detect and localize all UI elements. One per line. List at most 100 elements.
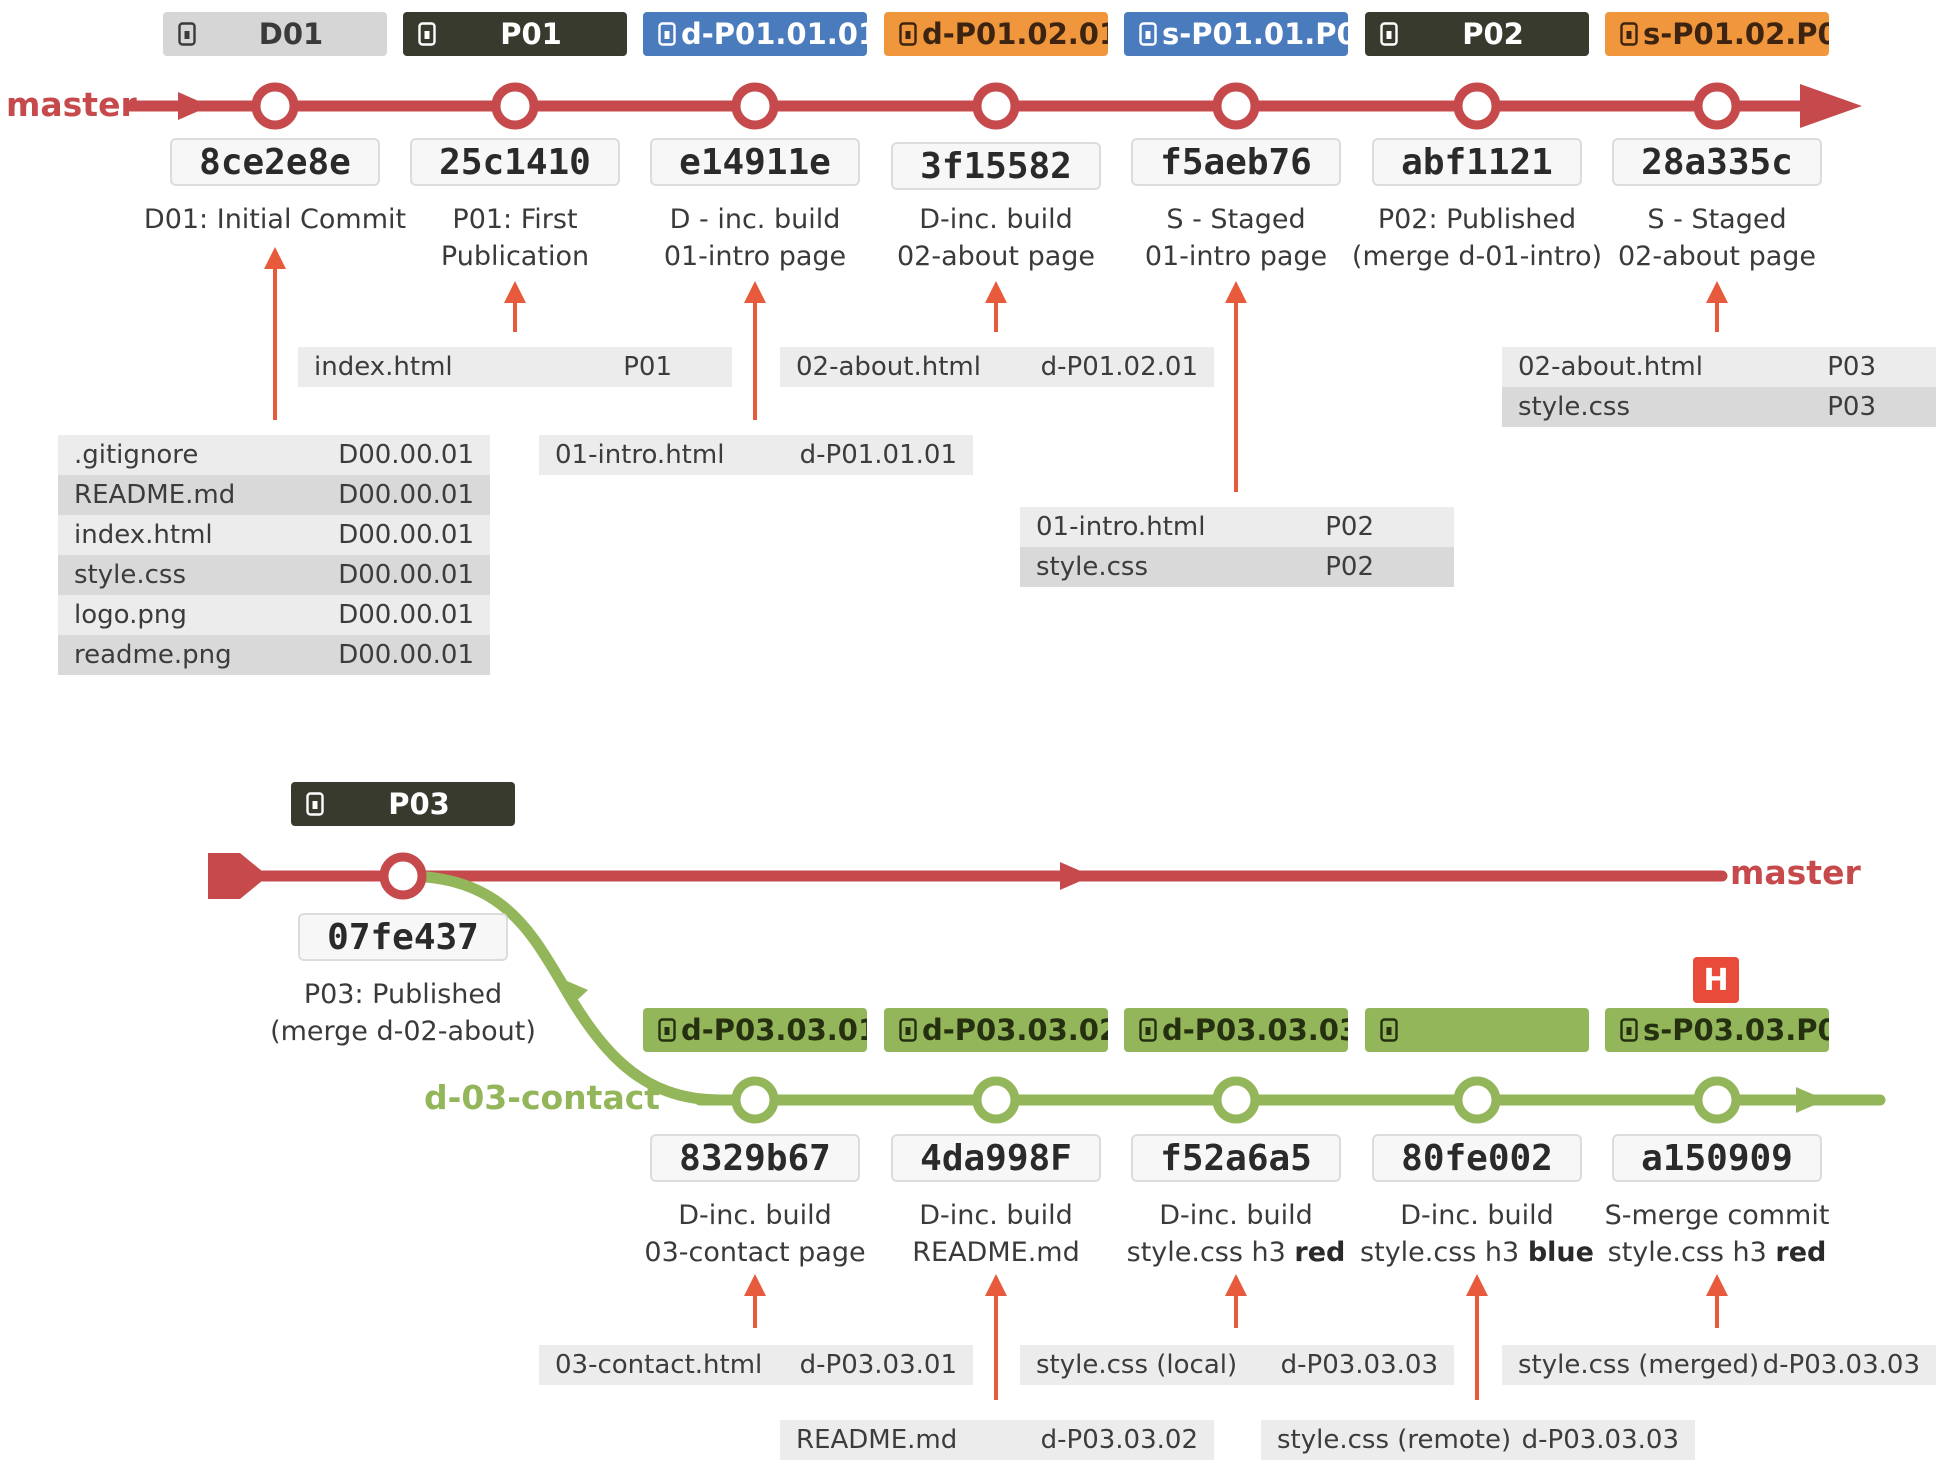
commit-node (251, 82, 299, 130)
file-version: D00.00.01 (338, 480, 474, 510)
lock-icon (1375, 22, 1403, 46)
lock-icon (1134, 22, 1162, 46)
commit-node (1453, 1076, 1501, 1124)
file-name: logo.png (74, 600, 187, 630)
commit-node (491, 82, 539, 130)
commit-description: S-merge commit style.css h3 red (1577, 1197, 1857, 1271)
commit-hash: 07fe437 (298, 913, 508, 961)
commit-tag (1365, 1008, 1589, 1052)
commit-description-line: P03: Published (303, 979, 503, 1010)
file-version: d-P01.01.01 (799, 440, 957, 470)
commit-tag: D01 (163, 12, 387, 56)
file-row: README.md d-P03.03.02 (780, 1420, 1214, 1460)
commit-description-line: style.css h3 blue (1337, 1234, 1617, 1271)
pointer-arrow-head (1225, 281, 1247, 303)
file-name: index.html (74, 520, 213, 550)
lock-icon (894, 22, 922, 46)
commit-node (972, 82, 1020, 130)
commit-tag: d-P03.03.02 (884, 1008, 1108, 1052)
commit-tag-label: s-P01.02.P03 (1643, 17, 1829, 51)
commit-description-line: S-merge commit (1604, 1200, 1830, 1231)
commit-description: D01: Initial Commit (135, 201, 415, 238)
file-version: P01 (623, 352, 672, 382)
commit-hash: 3f15582 (891, 142, 1101, 190)
commit-description: D - inc. build 01-intro page (615, 201, 895, 275)
file-row: style.css (remote)d-P03.03.03 (1261, 1420, 1695, 1460)
branch-label-contact: d-03-contact (424, 1078, 661, 1117)
commit-description-line: (merge d-01-intro) (1351, 241, 1603, 272)
file-table: style.css (merged)d-P03.03.03 (1502, 1345, 1936, 1385)
commit-description: D-inc. build README.md (856, 1197, 1136, 1271)
commit-hash: e14911e (650, 138, 860, 186)
commit-description-line: Publication (440, 241, 590, 272)
file-name: index.html (314, 352, 453, 382)
file-name: style.css (1036, 552, 1148, 582)
pointer-arrow-head (264, 247, 286, 269)
commit-hash: 8329b67 (650, 1134, 860, 1182)
commit-node (1212, 1076, 1260, 1124)
commit-description-text: style.css h3 (1126, 1237, 1295, 1268)
file-version: D00.00.01 (338, 440, 474, 470)
contact-branch-end-arrow (1796, 1087, 1826, 1113)
file-version: D00.00.01 (338, 600, 474, 630)
commit-hash: 8ce2e8e (170, 138, 380, 186)
commit-tag-label: s-P03.03.P04 (1643, 1013, 1829, 1047)
file-version: P03 (1827, 352, 1876, 382)
commit-node (1693, 82, 1741, 130)
commit-description-line: D-inc. build (919, 204, 1073, 235)
file-row: style.css (merged)d-P03.03.03 (1502, 1345, 1936, 1385)
pointer-arrow-head (985, 1274, 1007, 1296)
branch-label-master-bottom: master (1730, 853, 1861, 892)
commit-tag-label: P01 (500, 17, 562, 51)
file-name: readme.png (74, 640, 232, 670)
file-version: d-P03.03.02 (1040, 1425, 1198, 1455)
file-table: style.css (local) d-P03.03.03 (1020, 1345, 1454, 1385)
file-version: D00.00.01 (338, 560, 474, 590)
commit-description-line: README.md (912, 1237, 1080, 1268)
lock-icon (1134, 1018, 1162, 1042)
file-table: index.html P01 (298, 347, 732, 387)
commit-tag-label: d-P01.01.01 (681, 17, 867, 51)
lock-icon (1375, 1018, 1403, 1042)
commit-description-line: (merge d-02-about) (270, 1016, 536, 1047)
commit-description-line: D01: Initial Commit (143, 204, 407, 235)
commit-tag-label: P03 (388, 787, 450, 821)
contact-branch-curve-arrow (560, 978, 588, 1003)
commit-description-line: S - Staged (1166, 204, 1306, 235)
commit-description-bold: blue (1527, 1237, 1594, 1268)
file-name: style.css (local) (1036, 1350, 1238, 1380)
file-version: d-P03.03.03 (1280, 1350, 1438, 1380)
lock-icon (1615, 1018, 1643, 1042)
pointer-arrow-head (1466, 1274, 1488, 1296)
commit-hash: f5aeb76 (1131, 138, 1341, 186)
lock-icon (173, 22, 201, 46)
commit-description-text: style.css h3 (1360, 1237, 1528, 1268)
branch-label-master-top: master (6, 85, 137, 124)
file-row: index.html P01 (298, 347, 732, 387)
master-start-tail-bottom (208, 853, 268, 899)
file-pointer-arrows (264, 247, 1728, 1400)
commit-tag: d-P03.03.03 (1124, 1008, 1348, 1052)
file-name: README.md (796, 1425, 958, 1455)
commit-description-bold: red (1775, 1237, 1827, 1268)
commit-hash: abf1121 (1372, 138, 1582, 186)
master-end-arrow-top (1800, 84, 1862, 128)
commit-tag: s-P01.02.P03 (1605, 12, 1829, 56)
commit-description-bold: red (1294, 1237, 1346, 1268)
lock-icon (1615, 22, 1643, 46)
lock-icon (301, 792, 329, 816)
commit-description-line: P01: First (452, 204, 578, 235)
